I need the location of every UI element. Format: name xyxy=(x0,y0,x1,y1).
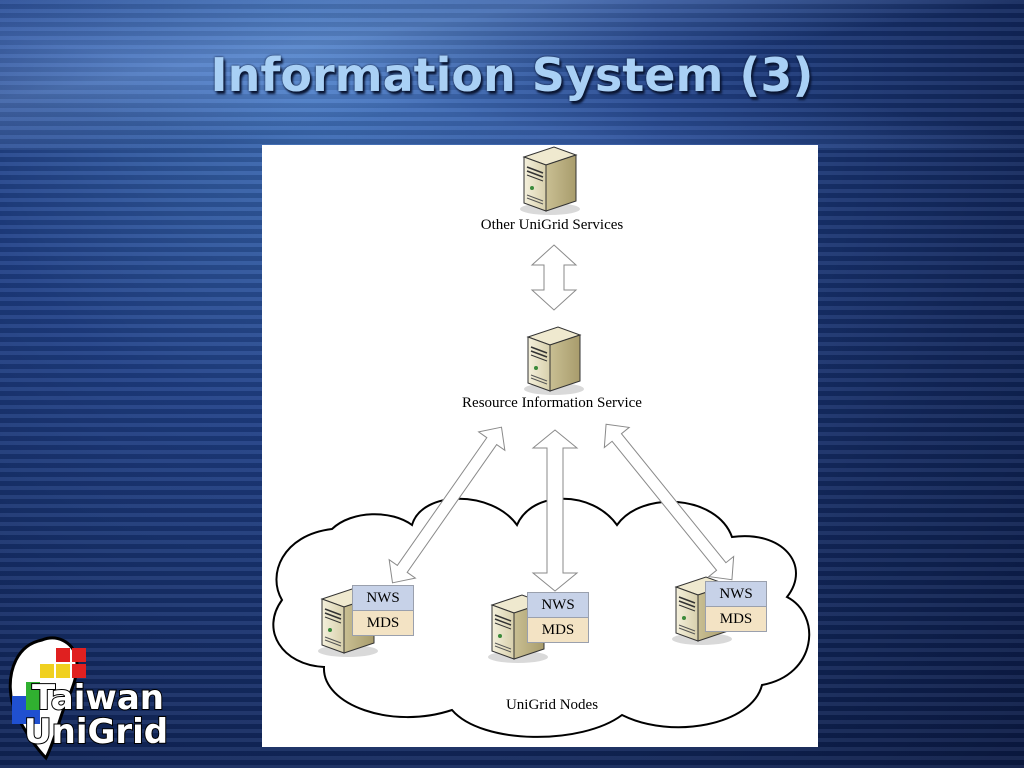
node-2-services: NWS MDS xyxy=(527,592,589,643)
double-arrow-top xyxy=(530,244,578,311)
label-other-unigrid-services: Other UniGrid Services xyxy=(480,217,624,233)
node-3-nws: NWS xyxy=(706,582,766,607)
background-streak xyxy=(0,0,1024,150)
server-icon-resource-info xyxy=(523,326,585,396)
diagram-svg xyxy=(272,146,811,738)
label-unigrid-nodes: UniGrid Nodes xyxy=(505,697,599,713)
node-3-services: NWS MDS xyxy=(705,581,767,632)
node-1-mds: MDS xyxy=(353,611,413,635)
server-icon-other-services xyxy=(519,146,581,216)
logo-text-unigrid: UniGrid xyxy=(23,711,169,753)
logo-text-taiwan: Taiwan xyxy=(31,677,165,719)
double-arrow-center xyxy=(531,429,579,592)
double-arrow-right xyxy=(603,423,735,581)
double-arrow-left xyxy=(388,426,506,584)
label-resource-information-service: Resource Information Service xyxy=(462,395,642,411)
node-2-nws: NWS xyxy=(528,593,588,618)
diagram-panel: Other UniGrid Services Resource Informat… xyxy=(262,145,818,747)
node-3-mds: MDS xyxy=(706,607,766,631)
node-1-nws: NWS xyxy=(353,586,413,611)
node-2-mds: MDS xyxy=(528,618,588,642)
taiwan-map-icon xyxy=(8,636,86,761)
slide-title: Information System (3) xyxy=(210,48,814,102)
node-1-services: NWS MDS xyxy=(352,585,414,636)
taiwan-unigrid-logo: Taiwan UniGrid xyxy=(2,632,182,764)
